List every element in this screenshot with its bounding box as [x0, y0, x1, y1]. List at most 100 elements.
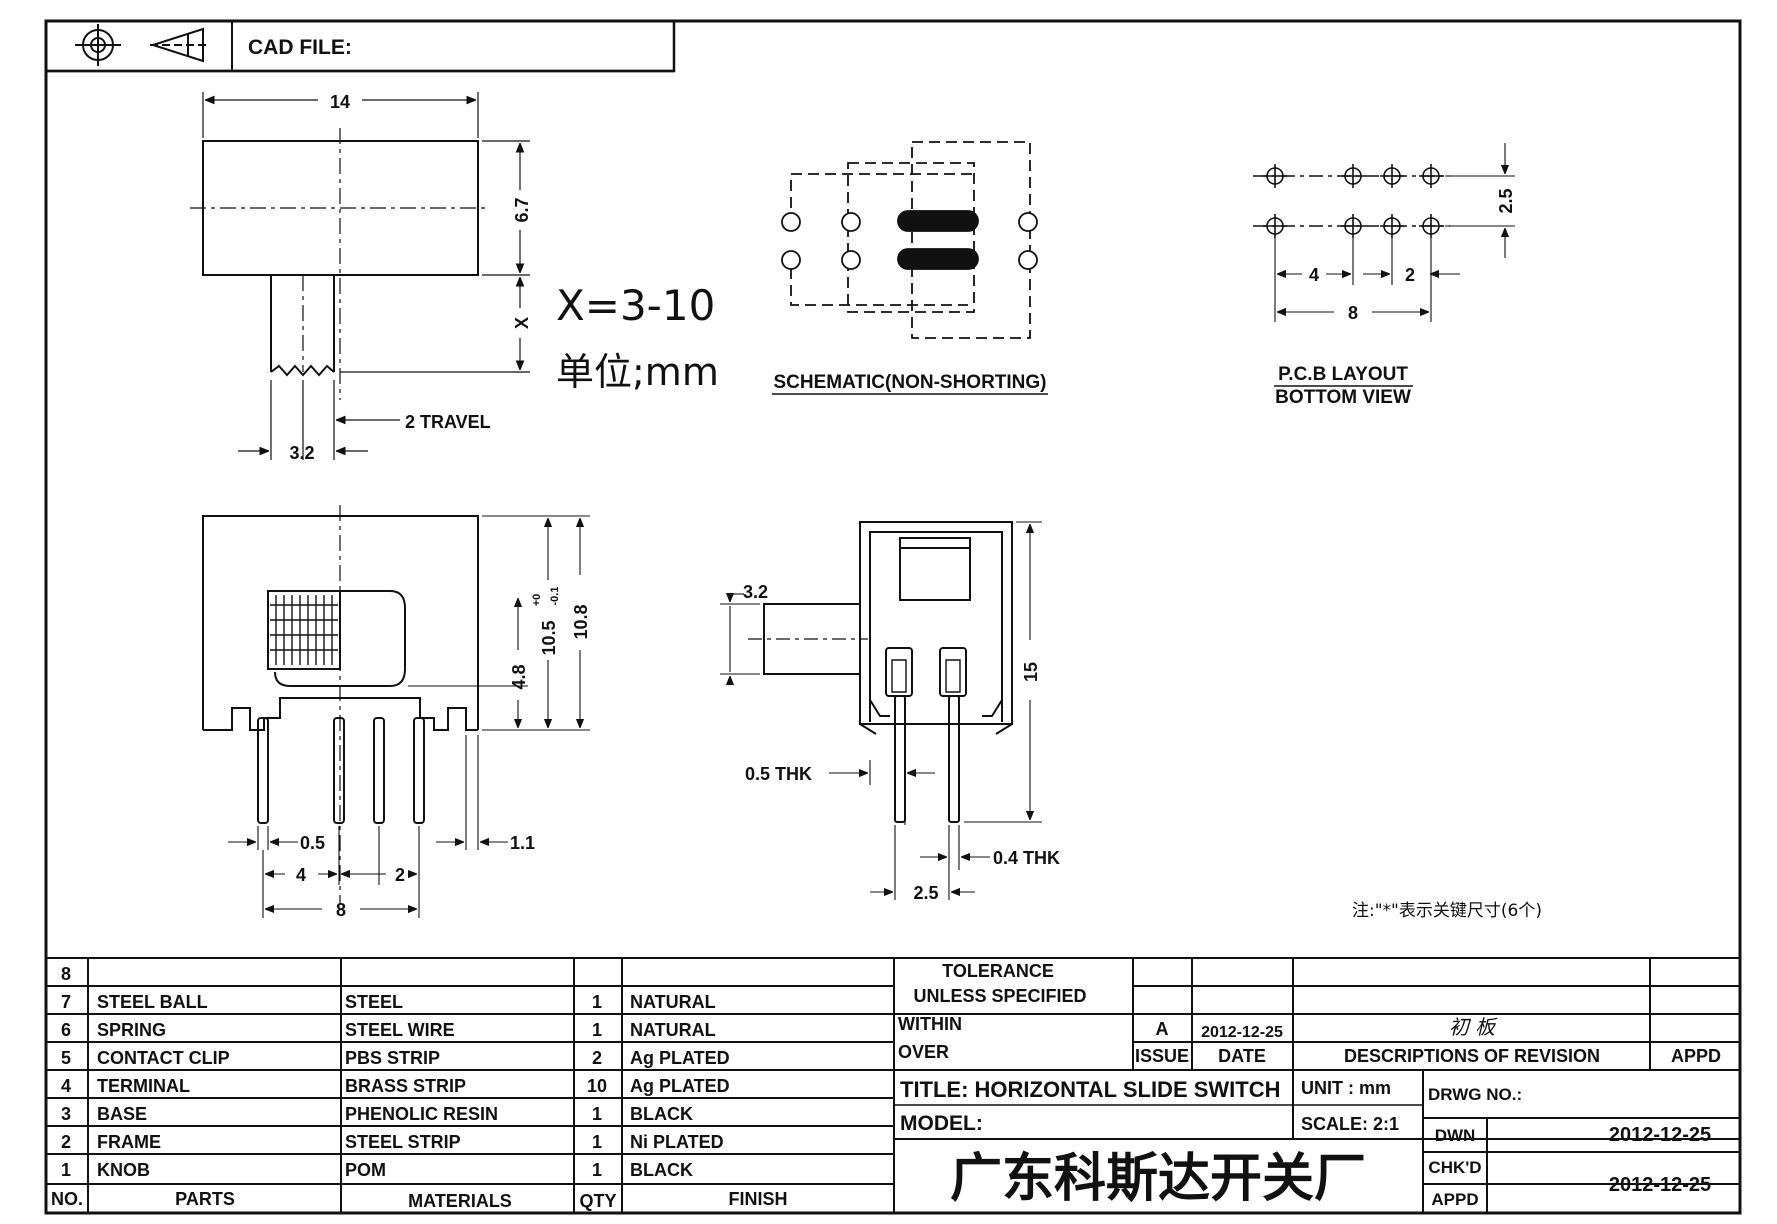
front-dim-total: 8 — [336, 900, 346, 920]
issue-date: 2012-12-25 — [1201, 1024, 1283, 1041]
dwn-label: DWN — [1435, 1126, 1476, 1145]
tolerance-unless-label: UNLESS SPECIFIED — [913, 986, 1086, 1006]
truncated-cone-icon — [149, 27, 210, 63]
parts-table-text: 8 7 STEEL BALL STEEL 1 NATURAL 6 SPRING … — [51, 964, 788, 1211]
pcb-dim-total: 8 — [1348, 303, 1358, 323]
unit-note: 单位;mm — [556, 350, 719, 394]
header-parts: PARTS — [175, 1189, 235, 1209]
revision-description: 初 板 — [1449, 1015, 1498, 1039]
row-qty: 1 — [592, 992, 602, 1012]
scale-label: SCALE: 2:1 — [1301, 1114, 1399, 1134]
dim-top-width: 14 — [330, 92, 350, 112]
chkd-date: 2012-12-25 — [1609, 1174, 1711, 1196]
schematic-diagram — [772, 141, 1048, 395]
table-row: 1 KNOB POM 1 BLACK — [61, 1160, 693, 1180]
dwn-date: 2012-12-25 — [1609, 1124, 1711, 1146]
row-part: CONTACT CLIP — [97, 1048, 230, 1068]
dim-top-travel: 2 TRAVEL — [405, 412, 491, 432]
row-qty: 1 — [592, 1020, 602, 1040]
chkd-label: CHK'D — [1428, 1158, 1481, 1177]
x-range-note: X=3-10 — [556, 281, 715, 330]
pcb-dim-row: 2.5 — [1496, 188, 1516, 213]
row-finish: NATURAL — [630, 1020, 716, 1040]
row-finish: BLACK — [630, 1104, 693, 1124]
issue-label: ISSUE — [1135, 1046, 1189, 1066]
table-row: 6 SPRING STEEL WIRE 1 NATURAL — [61, 1020, 716, 1040]
row-material: STEEL WIRE — [345, 1020, 455, 1040]
unit-label: UNIT : mm — [1301, 1078, 1391, 1098]
row-qty: 1 — [592, 1132, 602, 1152]
header-finish: FINISH — [728, 1189, 787, 1209]
row-part: SPRING — [97, 1020, 166, 1040]
appd-label: APPD — [1671, 1046, 1721, 1066]
row-finish: NATURAL — [630, 992, 716, 1012]
tolerance-label: TOLERANCE — [942, 961, 1054, 981]
front-dim-pitch-a: 4 — [296, 865, 306, 885]
row-no: 5 — [61, 1048, 71, 1068]
row-qty: 10 — [587, 1076, 607, 1096]
table-row: 3 BASE PHENOLIC RESIN 1 BLACK — [61, 1104, 693, 1124]
row-no: 6 — [61, 1020, 71, 1040]
title-block — [893, 957, 1741, 1214]
dim-top-x: X — [512, 317, 532, 329]
header-qty: QTY — [579, 1191, 616, 1211]
front-dim-tol-plus: +0 — [531, 594, 543, 607]
appd-signoff-label: APPD — [1431, 1190, 1478, 1209]
front-dim-pitch-b: 2 — [395, 865, 405, 885]
front-dim-base: 4.8 — [509, 664, 529, 689]
descriptions-label: DESCRIPTIONS OF REVISION — [1344, 1046, 1600, 1066]
front-dim-height-b: 10.8 — [571, 604, 591, 639]
row-material: POM — [345, 1160, 386, 1180]
row-no: 8 — [61, 964, 71, 984]
side-dim-width: 2.5 — [913, 883, 938, 903]
table-row: 8 — [61, 964, 71, 984]
row-finish: Ni PLATED — [630, 1132, 724, 1152]
row-qty: 2 — [592, 1048, 602, 1068]
company-name: 广东科斯达开关厂 — [950, 1149, 1366, 1209]
row-qty: 1 — [592, 1104, 602, 1124]
row-no: 2 — [61, 1132, 71, 1152]
row-material: STEEL — [345, 992, 403, 1012]
side-dim-knob: 3.2 — [743, 582, 768, 602]
front-dim-right: 1.1 — [510, 833, 535, 853]
table-row: 5 CONTACT CLIP PBS STRIP 2 Ag PLATED — [61, 1048, 730, 1068]
row-finish: Ag PLATED — [630, 1076, 730, 1096]
table-row: 2 FRAME STEEL STRIP 1 Ni PLATED — [61, 1132, 724, 1152]
dim-top-knob: 3.2 — [289, 443, 314, 463]
header-materials: MATERIALS — [408, 1191, 512, 1211]
within-label: WITHIN — [898, 1014, 962, 1034]
table-row: 7 STEEL BALL STEEL 1 NATURAL — [61, 992, 716, 1012]
front-dim-pin: 0.5 — [300, 833, 325, 853]
over-label: OVER — [898, 1042, 949, 1062]
row-no: 3 — [61, 1104, 71, 1124]
cad-file-label: CAD FILE: — [248, 36, 352, 59]
front-view — [202, 505, 590, 918]
row-no: 1 — [61, 1160, 71, 1180]
table-row: 4 TERMINAL BRASS STRIP 10 Ag PLATED — [61, 1076, 730, 1096]
row-finish: Ag PLATED — [630, 1048, 730, 1068]
pcb-layout — [1253, 143, 1515, 387]
row-part: KNOB — [97, 1160, 150, 1180]
front-dim-tol-minus: -0.1 — [549, 587, 561, 606]
issue-value: A — [1156, 1019, 1169, 1039]
date-label: DATE — [1218, 1046, 1266, 1066]
row-qty: 1 — [592, 1160, 602, 1180]
top-view — [190, 92, 530, 460]
table-header-row: NO. PARTS MATERIALS QTY FINISH — [51, 1189, 788, 1211]
row-material: PBS STRIP — [345, 1048, 440, 1068]
pcb-caption-2: BOTTOM VIEW — [1275, 387, 1411, 408]
row-material: STEEL STRIP — [345, 1132, 461, 1152]
crosshair-circle-icon — [75, 24, 121, 66]
row-part: BASE — [97, 1104, 147, 1124]
dim-top-height: 6.7 — [512, 197, 532, 222]
pcb-caption-1: P.C.B LAYOUT — [1278, 364, 1408, 385]
row-finish: BLACK — [630, 1160, 693, 1180]
key-dimension-note: 注:"*"表示关键尺寸(6个) — [1352, 901, 1542, 921]
row-no: 4 — [61, 1076, 71, 1096]
header-no: NO. — [51, 1189, 83, 1209]
row-material: BRASS STRIP — [345, 1076, 466, 1096]
drwg-no-label: DRWG NO.: — [1428, 1085, 1522, 1104]
side-view — [720, 521, 1042, 900]
schematic-caption: SCHEMATIC(NON-SHORTING) — [773, 372, 1046, 393]
